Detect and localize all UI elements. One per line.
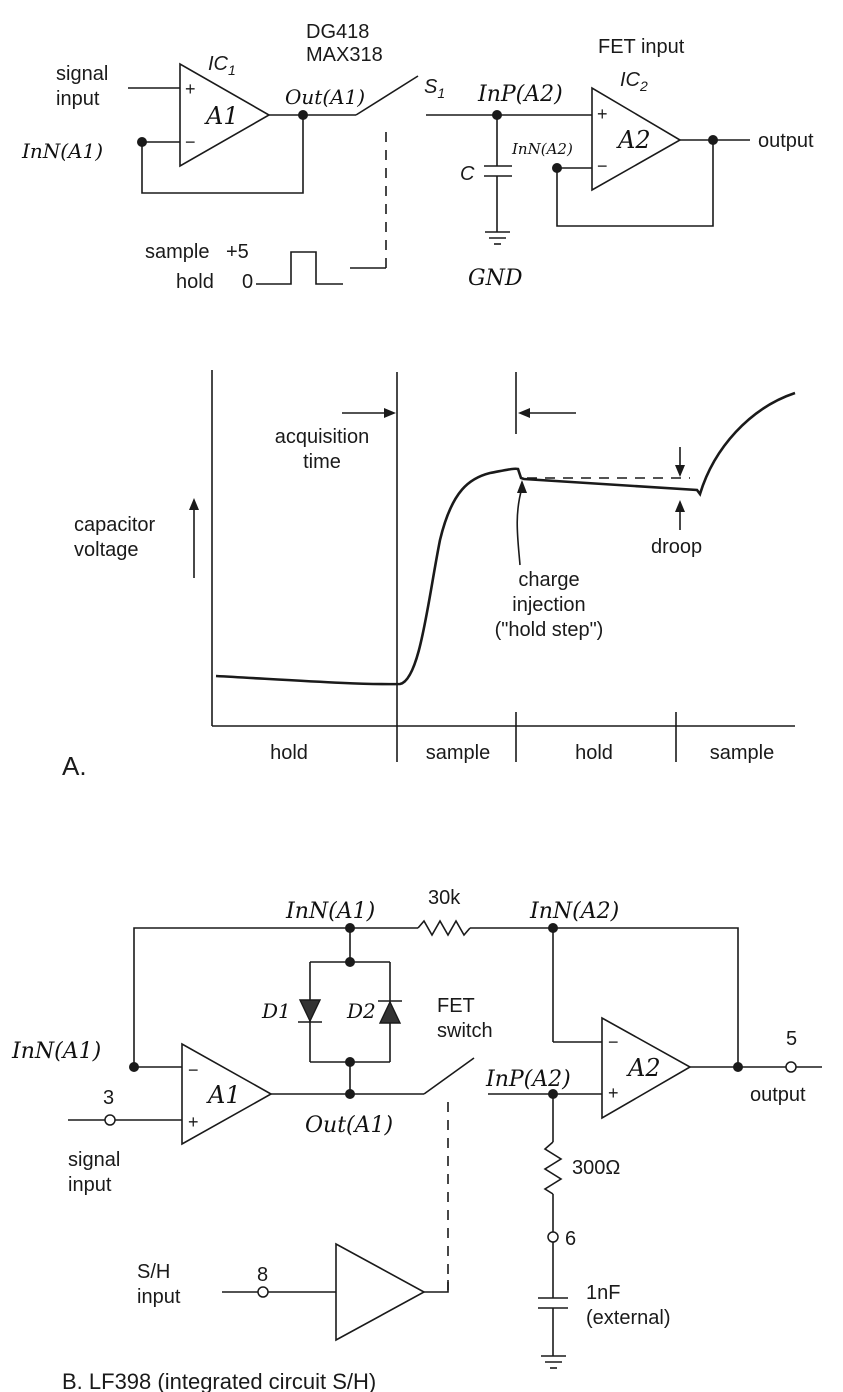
opamp-a2 [591, 86, 682, 192]
phase-sample-1: sample [426, 742, 490, 764]
cap-c-label: C [460, 163, 475, 185]
a2b-minus: − [608, 1032, 619, 1052]
inn-a2-label: InN(A2) [511, 140, 573, 158]
r300-label: 300Ω [572, 1157, 620, 1179]
diode-d1 [298, 999, 322, 1023]
pin6-label: 6 [565, 1228, 576, 1250]
sh-buffer [335, 1242, 426, 1342]
phase-hold-1: hold [270, 742, 308, 764]
d1-label: D1 [261, 999, 291, 1023]
fet-switch [423, 1057, 475, 1095]
ic1-label: IC1 [208, 53, 236, 78]
phase-sample-2: sample [710, 742, 774, 764]
inp-a2-b-label: InP(A2) [485, 1067, 571, 1092]
a1b-label: A1 [206, 1081, 241, 1109]
d2-label: D2 [346, 999, 376, 1023]
pin8-terminal [257, 1286, 269, 1298]
a1-minus: − [185, 132, 196, 152]
out-a1-b-label: Out(A1) [305, 1113, 393, 1138]
opamp-a2-b [601, 1016, 692, 1120]
resistor-30k [417, 919, 471, 937]
opamp-a1-b [181, 1042, 273, 1146]
r30k-label: 30k [428, 887, 461, 909]
control-pulse [256, 251, 343, 285]
inn-a1-left-label: InN(A1) [11, 1039, 101, 1064]
panel-a-label: A. [62, 751, 87, 781]
resistor-300 [543, 1141, 563, 1195]
a1-label: A1 [204, 102, 239, 130]
hold-label: hold [176, 271, 214, 293]
inn-a1-top-label: InN(A1) [285, 899, 375, 924]
cap-1nf-label: 1nF(external) [586, 1282, 670, 1329]
out-a1-label: Out(A1) [285, 85, 365, 109]
pin5-terminal [785, 1061, 797, 1073]
a2-plus: + [597, 104, 608, 124]
inp-a2-label: InP(A2) [477, 82, 563, 107]
zero-label: 0 [242, 271, 253, 293]
inn-a1-label: InN(A1) [21, 139, 103, 163]
opamp-a1 [179, 62, 271, 168]
diode-d2 [378, 1000, 402, 1024]
ic2-label: IC2 [620, 69, 648, 94]
a1b-plus: + [188, 1112, 199, 1132]
pin8-label: 8 [257, 1264, 268, 1286]
a2-label: A2 [616, 126, 651, 154]
switch-s1-label: S1 [424, 76, 445, 101]
a2-minus: − [597, 156, 608, 176]
capacitor-voltage-curve [215, 391, 796, 686]
a2b-label: A2 [626, 1054, 661, 1082]
pin3-label: 3 [103, 1087, 114, 1109]
inn-a2-top-label: InN(A2) [529, 899, 619, 924]
phase-hold-2: hold [575, 742, 613, 764]
gnd-label: GND [468, 266, 523, 291]
plus5-label: +5 [226, 241, 249, 263]
sample-label: sample [145, 241, 209, 263]
a1b-minus: − [188, 1060, 199, 1080]
pin3-terminal [104, 1114, 116, 1126]
ic2-title: FET input [598, 36, 685, 58]
output-label: output [758, 130, 814, 152]
pin6-terminal [547, 1231, 559, 1243]
pin5-label: 5 [786, 1028, 797, 1050]
droop-label: droop [651, 536, 702, 558]
panel-b-caption: B. LF398 (integrated circuit S/H) [62, 1369, 376, 1392]
switch-s1 [355, 75, 419, 116]
a2b-plus: + [608, 1083, 619, 1103]
output-b-label: output [750, 1084, 806, 1106]
a1-plus: + [185, 79, 196, 99]
